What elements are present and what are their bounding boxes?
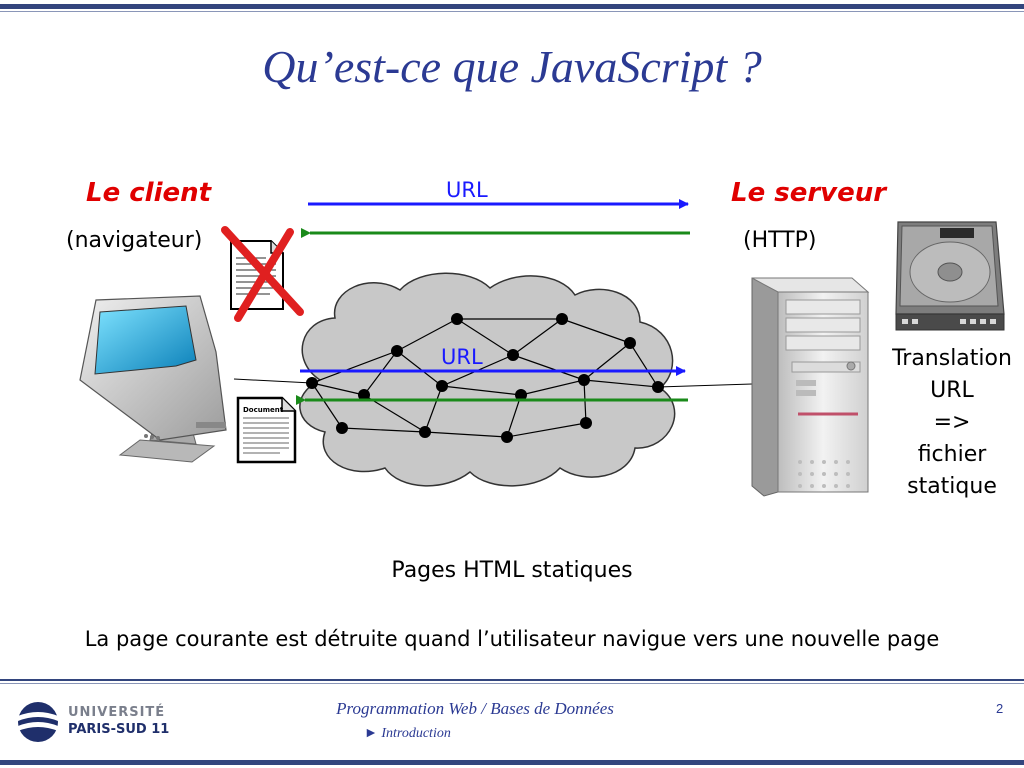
url-label-top: URL xyxy=(446,178,488,202)
network-node xyxy=(336,422,348,434)
client-label: Le client xyxy=(86,178,212,208)
server-link xyxy=(657,383,753,388)
translation-line: Translation xyxy=(892,346,1012,371)
footer-rule-thin xyxy=(0,683,1024,684)
client-computer-icon xyxy=(79,295,227,463)
footer-section-link[interactable]: ► Introduction xyxy=(364,726,451,741)
network-node xyxy=(436,380,448,392)
network-node xyxy=(578,374,590,386)
network-nodes xyxy=(306,313,664,443)
bottom-note: La page courante est détruite quand l’ut… xyxy=(84,627,940,651)
cross-icon xyxy=(221,226,304,322)
network-node xyxy=(652,381,664,393)
translation-line: URL xyxy=(930,378,974,403)
server-tower-icon xyxy=(751,277,870,497)
server-label: Le serveur xyxy=(731,178,887,208)
client-link xyxy=(233,378,313,384)
translation-line: => xyxy=(933,410,971,435)
translation-line: statique xyxy=(907,474,997,499)
footer-bar xyxy=(0,760,1024,765)
network-node xyxy=(391,345,403,357)
header-rule xyxy=(0,4,1024,9)
network-node xyxy=(501,431,513,443)
client-sublabel: (navigateur) xyxy=(66,228,203,253)
network-node xyxy=(515,389,527,401)
footer-course-title: Programmation Web / Bases de Données xyxy=(336,699,614,718)
document-icon-title: Document xyxy=(243,406,284,414)
page-number: 2 xyxy=(996,701,1004,716)
translation-note: Translation URL => fichier statique xyxy=(880,343,1024,503)
network-node xyxy=(507,349,519,361)
document-icon: Document xyxy=(236,396,297,464)
network-node xyxy=(419,426,431,438)
network-node xyxy=(306,377,318,389)
logo-line-1: UNIVERSITÉ xyxy=(68,705,166,720)
network-node xyxy=(580,417,592,429)
hard-disk-icon xyxy=(895,221,1005,331)
network-node xyxy=(358,389,370,401)
network-node xyxy=(556,313,568,325)
translation-line: fichier xyxy=(917,442,987,467)
pages-caption: Pages HTML statiques xyxy=(391,558,633,583)
network-node xyxy=(624,337,636,349)
footer-rule xyxy=(0,679,1024,681)
url-label-cloud: URL xyxy=(441,345,483,369)
server-sublabel: (HTTP) xyxy=(743,228,817,253)
slide-title: Qu’est-ce que JavaScript ? xyxy=(262,41,762,92)
header-rule-thin xyxy=(0,11,1024,12)
network-cloud xyxy=(299,272,676,487)
university-logo-icon xyxy=(18,702,58,742)
logo-line-2: PARIS-SUD 11 xyxy=(68,722,170,737)
network-node xyxy=(451,313,463,325)
